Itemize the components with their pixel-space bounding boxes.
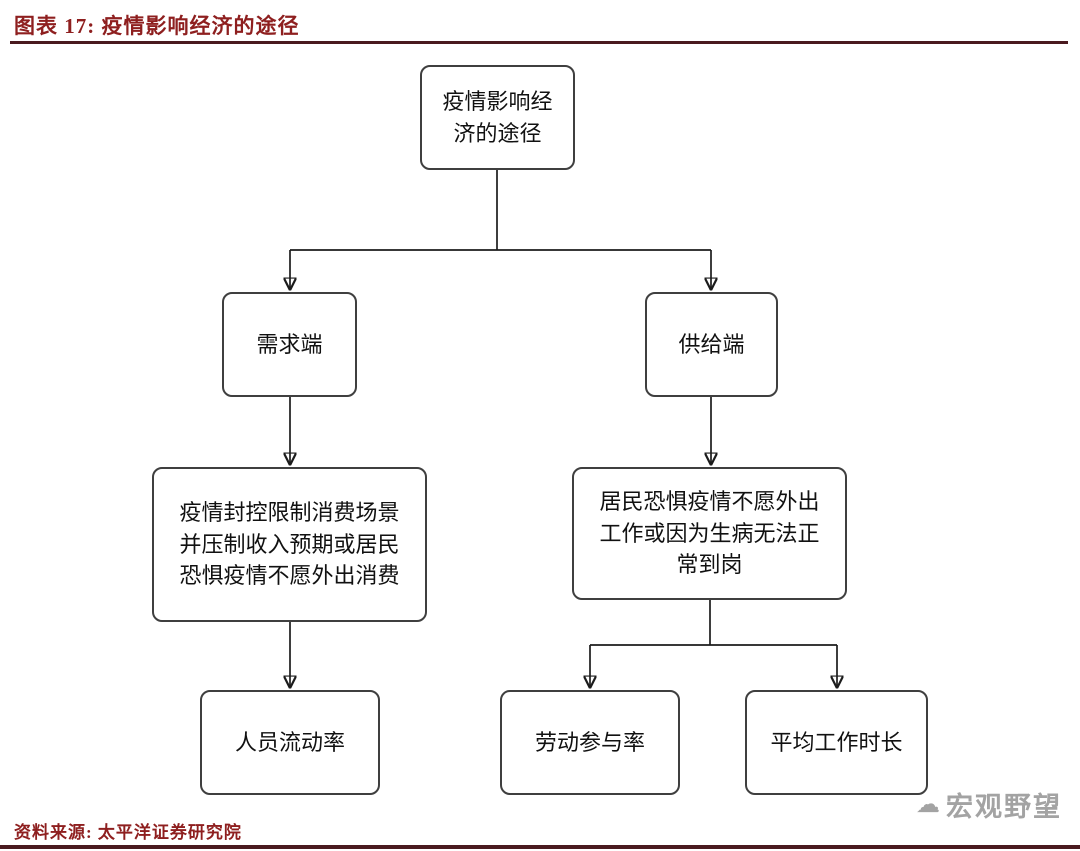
node-demand-side: 需求端 — [222, 292, 357, 397]
watermark: ☁ 宏观野望 — [916, 785, 1062, 824]
source-note: 资料来源: 太平洋证券研究院 — [14, 823, 242, 842]
node-demand-detail: 疫情封控限制消费场景 并压制收入预期或居民 恐惧疫情不愿外出消费 — [152, 467, 427, 622]
node-supply-detail: 居民恐惧疫情不愿外出 工作或因为生病无法正 常到岗 — [572, 467, 847, 600]
node-personnel-mobility-rate: 人员流动率 — [200, 690, 380, 795]
watermark-text: 宏观野望 — [946, 792, 1062, 822]
title-divider — [10, 41, 1068, 44]
node-average-working-hours: 平均工作时长 — [745, 690, 928, 795]
node-supply-side: 供给端 — [645, 292, 778, 397]
node-root: 疫情影响经 济的途径 — [420, 65, 575, 170]
node-labor-participation-rate: 劳动参与率 — [500, 690, 680, 795]
figure-title: 图表 17: 疫情影响经济的途径 — [14, 14, 300, 38]
watermark-cloud-icon: ☁ — [916, 791, 942, 818]
bottom-divider — [0, 845, 1080, 849]
